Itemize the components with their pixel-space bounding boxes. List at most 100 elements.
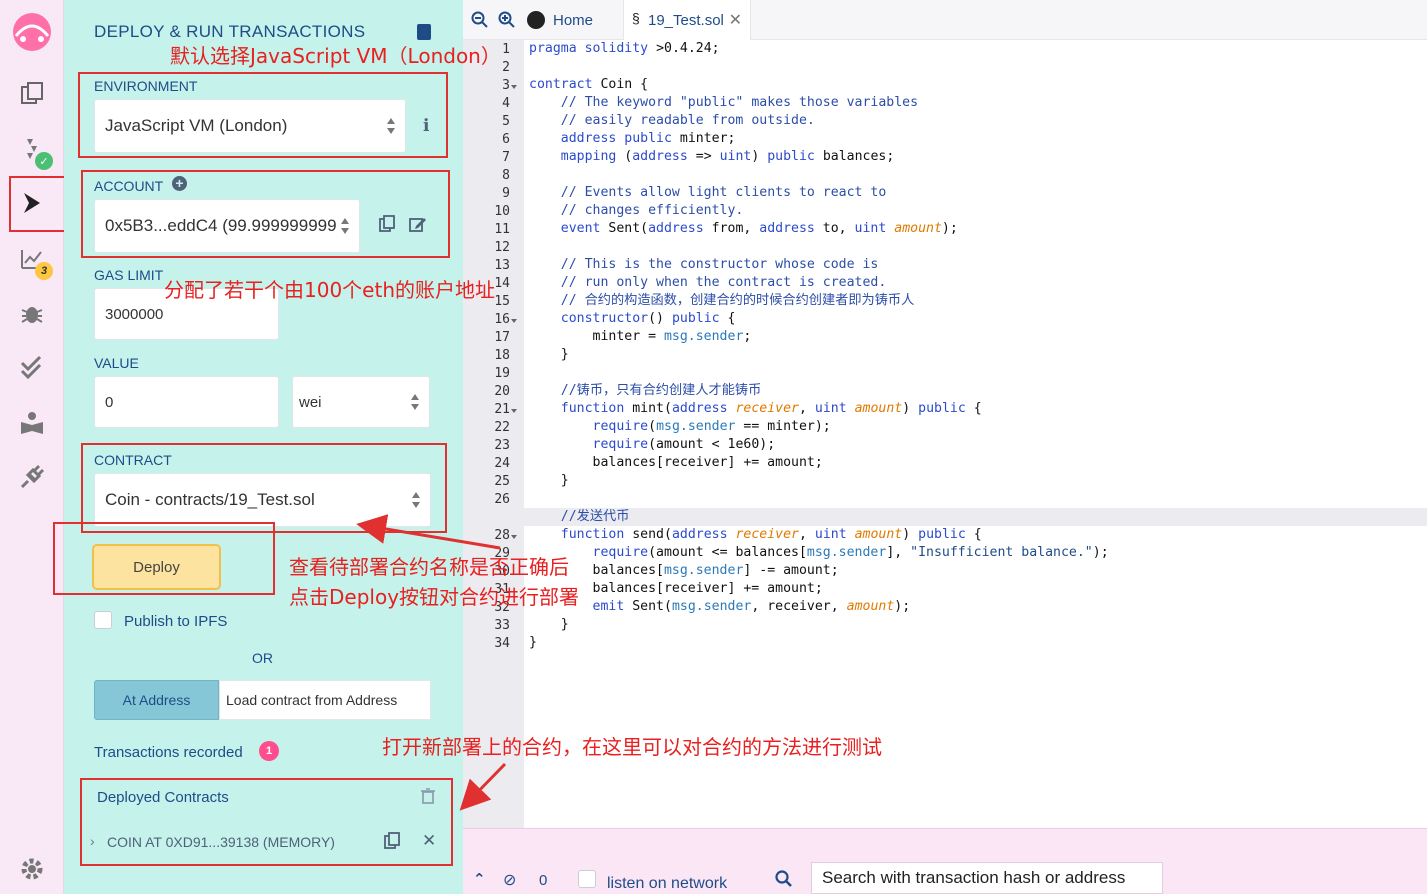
line-number: 16: [494, 312, 510, 327]
code-line: balances[msg.sender] -= amount;: [529, 563, 839, 578]
code-line: balances[receiver] += amount;: [529, 455, 823, 470]
fold-arrow-icon[interactable]: [511, 535, 517, 539]
fold-arrow-icon[interactable]: [511, 409, 517, 413]
code-line: }: [529, 635, 537, 650]
code-line: function mint(address receiver, uint amo…: [560, 401, 982, 416]
code-line: require(msg.sender == minter);: [592, 419, 831, 434]
panel-title: DEPLOY & RUN TRANSACTIONS: [94, 22, 366, 41]
environment-select[interactable]: JavaScript VM (London): [94, 99, 406, 153]
zoom-out-icon[interactable]: [471, 11, 489, 29]
value-label: VALUE: [94, 355, 139, 371]
deploy-button[interactable]: Deploy: [92, 544, 221, 590]
remove-contract-icon[interactable]: ✕: [422, 831, 437, 850]
code-editor[interactable]: pragma solidity >0.4.24;contract Coin { …: [524, 40, 1427, 828]
learneth-icon[interactable]: [17, 408, 47, 438]
select-arrows-icon: [341, 217, 349, 235]
settings-gear-icon[interactable]: [17, 854, 47, 884]
contract-select[interactable]: Coin - contracts/19_Test.sol: [94, 473, 431, 527]
line-number: 13: [494, 258, 510, 273]
file-explorer-icon[interactable]: [17, 78, 47, 108]
compile-success-icon: ✓: [35, 152, 53, 170]
close-tab-icon[interactable]: ✕: [728, 12, 742, 29]
deployed-contract-item[interactable]: COIN AT 0XD91...39138 (MEMORY): [107, 834, 335, 850]
line-number: 11: [494, 222, 510, 237]
edit-account-icon[interactable]: [409, 215, 427, 237]
info-icon[interactable]: ℹ: [423, 116, 430, 135]
docs-book-icon[interactable]: [417, 24, 431, 40]
search-icon: [775, 870, 792, 891]
file-tab-label: 19_Test.sol: [648, 11, 724, 29]
add-account-icon[interactable]: +: [172, 176, 187, 191]
fold-arrow-icon[interactable]: [511, 85, 517, 89]
transaction-search-input[interactable]: Search with transaction hash or address: [811, 862, 1163, 894]
code-line: }: [529, 617, 569, 632]
code-line: event Sent(address from, address to, uin…: [560, 221, 958, 236]
clear-console-icon[interactable]: ⊘: [503, 872, 517, 889]
gas-limit-input[interactable]: 3000000: [94, 288, 279, 340]
publish-ipfs-checkbox[interactable]: [94, 611, 112, 629]
deploy-highlight: [53, 522, 275, 595]
code-line: mapping (address => uint) public balance…: [560, 149, 895, 164]
line-number: 9: [502, 186, 510, 201]
analytics-icon[interactable]: 3: [17, 244, 53, 280]
code-line: pragma solidity >0.4.24;: [529, 41, 720, 56]
account-highlight: [81, 170, 450, 258]
annotation-deployed: 打开新部署上的合约，在这里可以对合约的方法进行测试: [382, 735, 882, 759]
code-line: // changes efficiently.: [560, 203, 744, 218]
pending-tx-count: 0: [539, 872, 548, 889]
active-line-highlight: [463, 508, 1427, 526]
line-number: 6: [502, 132, 510, 147]
account-select[interactable]: 0x5B3...eddC4 (99.999999999: [94, 199, 360, 253]
code-line: // 合约的构造函数，创建合约的时候合约创建者即为铸币人: [560, 293, 915, 308]
line-number: 7: [502, 150, 510, 165]
deployed-highlight: [80, 778, 453, 866]
deploy-run-icon[interactable]: [17, 188, 47, 218]
line-number: 3: [502, 78, 510, 93]
code-line: emit Sent(msg.sender, receiver, amount);: [592, 599, 911, 614]
code-line: constructor() public {: [560, 311, 736, 326]
line-number: 10: [494, 204, 510, 219]
select-arrows-icon: [412, 491, 420, 509]
line-number: 4: [502, 96, 510, 111]
listen-network-checkbox[interactable]: [578, 870, 596, 888]
select-arrows-icon: [411, 393, 419, 411]
home-tab-label: Home: [553, 11, 594, 29]
trash-icon[interactable]: [421, 788, 435, 808]
expand-chevron-icon[interactable]: ›: [90, 833, 95, 849]
zoom-in-icon[interactable]: [498, 11, 516, 29]
remix-logo-icon[interactable]: [6, 10, 58, 54]
deploy-run-panel: DEPLOY & RUN TRANSACTIONS ENVIRONMENT Ja…: [64, 0, 463, 894]
icon-rail: ✓ 3: [0, 0, 67, 894]
copy-account-icon[interactable]: [379, 215, 395, 237]
line-number: 34: [494, 636, 510, 651]
load-contract-address-input[interactable]: Load contract from Address: [219, 680, 431, 720]
annotation-environment: 默认选择JavaScript VM（London）: [170, 44, 501, 68]
contract-value: Coin - contracts/19_Test.sol: [105, 490, 315, 509]
tab-home[interactable]: Home: [525, 0, 621, 40]
at-address-button[interactable]: At Address: [94, 680, 219, 720]
code-line: function send(address receiver, uint amo…: [560, 527, 982, 542]
fold-arrow-icon[interactable]: [511, 319, 517, 323]
plugin-manager-icon[interactable]: [17, 462, 47, 492]
environment-label: ENVIRONMENT: [94, 78, 198, 94]
line-number: 2: [502, 60, 510, 75]
transactions-recorded-label[interactable]: Transactions recorded: [94, 744, 243, 761]
value-unit-select[interactable]: wei: [292, 376, 430, 428]
tab-19-test-sol[interactable]: § 19_Test.sol ✕: [623, 0, 751, 40]
collapse-terminal-icon[interactable]: ⌃: [473, 871, 486, 888]
line-number: 32: [494, 600, 510, 615]
debugger-icon[interactable]: [17, 298, 47, 328]
code-line: // This is the constructor whose code is: [560, 257, 879, 272]
account-value: 0x5B3...eddC4 (99.999999999: [105, 216, 337, 235]
gas-limit-label: GAS LIMIT: [94, 267, 164, 283]
code-line: balances[receiver] += amount;: [529, 581, 823, 596]
value-unit: wei: [299, 393, 322, 411]
environment-value: JavaScript VM (London): [105, 116, 288, 135]
copy-address-icon[interactable]: [384, 832, 400, 854]
testing-icon[interactable]: [17, 352, 47, 382]
solidity-compiler-icon[interactable]: ✓: [17, 134, 53, 170]
code-line: // The keyword "public" makes those vari…: [560, 95, 919, 110]
annotation-account: 分配了若干个由100个eth的账户地址: [164, 278, 495, 302]
value-input[interactable]: 0: [94, 376, 279, 428]
